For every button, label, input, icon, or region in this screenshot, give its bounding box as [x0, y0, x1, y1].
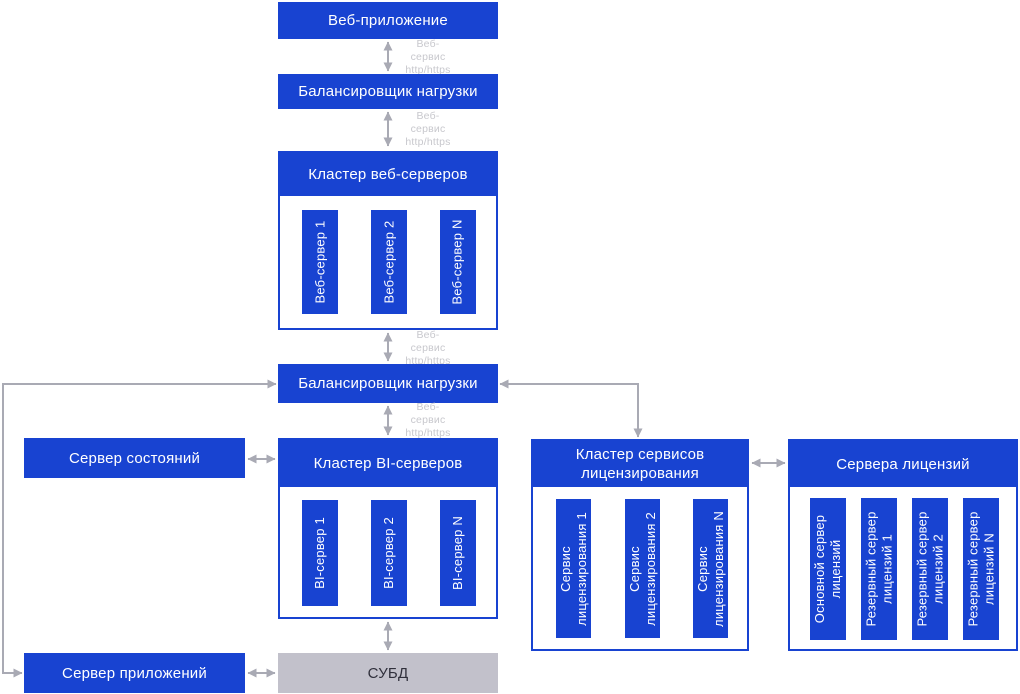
cluster-license-services: Кластер сервисов лицензирования Сервис л…: [531, 439, 749, 651]
node-backup-license-server-n: Резервный сервер лицензий N: [963, 498, 999, 640]
edge-label-web-service-1: Веб- сервис http/https: [405, 38, 451, 76]
cluster-bi-servers-header: Кластер BI-серверов: [280, 440, 496, 487]
node-label: Балансировщик нагрузки: [298, 375, 478, 392]
edge-load-balancer-2-app-server: [2, 379, 277, 678]
node-load-balancer-top: Балансировщик нагрузки: [278, 74, 498, 109]
cluster-web-servers-header: Кластер веб-серверов: [280, 153, 496, 196]
cluster-license-services-header: Кластер сервисов лицензирования: [533, 441, 747, 487]
node-bi-server-n: BI-сервер N: [440, 500, 476, 606]
node-bi-server-1: BI-сервер 1: [302, 500, 338, 606]
node-bi-server-2: BI-сервер 2: [371, 500, 407, 606]
cluster-license-servers: Сервера лицензий Основной сервер лицензи…: [788, 439, 1018, 651]
node-state-server: Сервер состояний: [24, 438, 245, 478]
node-main-license-server: Основной сервер лицензий: [810, 498, 846, 640]
node-load-balancer-bottom: Балансировщик нагрузки: [278, 364, 498, 403]
node-backup-license-server-2: Резервный сервер лицензий 2: [912, 498, 948, 640]
cluster-web-servers: Кластер веб-серверов Веб-сервер 1 Веб-се…: [278, 151, 498, 330]
node-license-service-n: Сервис лицензирования N: [693, 499, 728, 638]
node-application-server: Сервер приложений: [24, 653, 245, 693]
cluster-license-servers-header: Сервера лицензий: [790, 441, 1016, 487]
node-label: Сервер состояний: [68, 449, 201, 467]
edge-label-web-service-2: Веб- сервис http/https: [405, 110, 451, 148]
node-web-server-1: Веб-сервер 1: [302, 210, 338, 314]
node-label: Сервер приложений: [62, 664, 207, 682]
cluster-bi-servers: Кластер BI-серверов BI-сервер 1 BI-серве…: [278, 438, 498, 619]
node-web-server-2: Веб-сервер 2: [371, 210, 407, 314]
node-license-service-1: Сервис лицензирования 1: [556, 499, 591, 638]
node-label: Балансировщик нагрузки: [298, 83, 478, 100]
node-web-application: Веб-приложение: [278, 2, 498, 39]
node-backup-license-server-1: Резервный сервер лицензий 1: [861, 498, 897, 640]
node-dbms: СУБД: [278, 653, 498, 693]
edge-load-balancer-2-license-service-cluster: [499, 379, 643, 438]
node-label: СУБД: [367, 664, 409, 682]
edge-label-web-service-4: Веб- сервис http/https: [405, 401, 451, 439]
node-web-server-n: Веб-сервер N: [440, 210, 476, 314]
edge-label-web-service-3: Веб- сервис http/https: [405, 329, 451, 367]
node-label: Веб-приложение: [328, 12, 448, 29]
node-license-service-2: Сервис лицензирования 2: [625, 499, 660, 638]
